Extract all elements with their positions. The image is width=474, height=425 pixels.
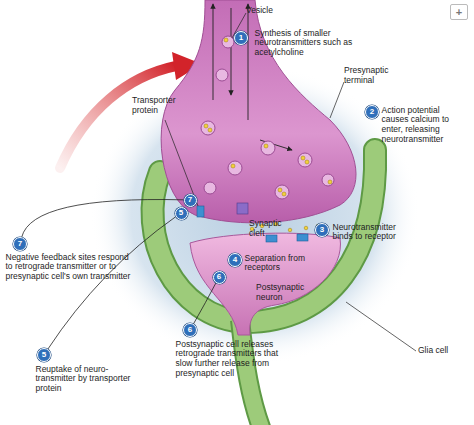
part-label: Vesicle [246, 6, 296, 16]
neurotransmitter [305, 160, 309, 164]
callout-text: Action potential causes calcium to enter… [382, 106, 462, 145]
callout-circle: 7Negative feedback sites respond to retr… [13, 237, 27, 251]
callout-text-block: Neurotransmitter binds to receptor [333, 223, 413, 243]
label-leaders [165, 13, 416, 351]
vesicle [228, 161, 242, 175]
neurotransmitter [301, 156, 305, 160]
callout-text-block: Negative feedback sites respond to retro… [6, 253, 131, 282]
transport-arrow [231, 8, 232, 95]
receptor [297, 234, 308, 241]
callout-number: 7 [185, 195, 196, 205]
callout-circle: 6 [213, 271, 226, 284]
callout-text: Synthesis of smaller neurotransmitters s… [255, 29, 360, 58]
callout-number: 5 [38, 349, 50, 360]
callout-circle: 3Neurotransmitter binds to receptor [315, 223, 329, 237]
callout-circle: 1Synthesis of smaller neurotransmitters … [234, 31, 248, 45]
leader-line [330, 82, 344, 118]
axon-arrows [213, 4, 292, 150]
part-label: Transporter protein [132, 96, 188, 116]
callout-circle: 2Action potential causes calcium to ente… [365, 105, 379, 119]
callout-text: Postsynaptic cell releases retrograde tr… [176, 340, 296, 379]
vesicle [216, 69, 228, 81]
callout-text-block: Synthesis of smaller neurotransmitters s… [255, 29, 360, 58]
glia-tail-outline [240, 320, 262, 425]
vesicle [201, 121, 215, 135]
postsynaptic-neuron-shape [190, 233, 340, 335]
callout-number: 3 [316, 224, 328, 235]
callout-number: 4 [229, 254, 241, 265]
expand-button: + [450, 4, 468, 20]
part-label: Glia cell [418, 346, 473, 356]
vesicle [298, 153, 312, 167]
neurotransmitter [304, 226, 308, 230]
part-label: Postsynaptic neuron [256, 283, 316, 303]
vesicle [261, 141, 275, 155]
vesicle [275, 185, 289, 199]
neurotransmitter-dots [204, 38, 332, 232]
transport-arrow [248, 4, 249, 120]
transport-arrow [213, 4, 214, 100]
neurotransmitter [264, 144, 268, 148]
neurotransmitter [282, 192, 286, 196]
vesicle [204, 182, 216, 194]
callout-circle: 5 [175, 207, 188, 220]
red-arrow [60, 66, 176, 168]
callout-number: 6 [184, 324, 196, 335]
callout-text: Neurotransmitter binds to receptor [333, 223, 413, 243]
neurotransmitter [204, 124, 208, 128]
neurotransmitter [231, 164, 235, 168]
callout-circle: 6Postsynaptic cell releases retrograde t… [183, 323, 197, 337]
callout-text-block: Separation from receptors [245, 254, 320, 274]
vesicles [201, 36, 334, 199]
neurotransmitter [328, 180, 332, 184]
callout-number: 6 [214, 272, 225, 282]
leader-line [22, 200, 184, 238]
neurotransmitter [224, 38, 228, 42]
part-label: Synaptic cleft [249, 219, 289, 239]
glia-tail [240, 320, 262, 425]
callout-circle: 7 [184, 194, 197, 207]
callout-number: 1 [235, 32, 247, 43]
callout-text: Reuptake of neuro- transmitter by transp… [36, 365, 136, 394]
leader-line [193, 283, 216, 324]
calcium-channel [237, 203, 248, 214]
callout-circle: 4Separation from receptors [228, 253, 242, 267]
receptor [266, 235, 277, 242]
callout-text-block: Reuptake of neuro- transmitter by transp… [36, 365, 136, 394]
leader-line [48, 217, 176, 349]
callout-number: 2 [366, 106, 378, 117]
callout-number: 7 [14, 238, 26, 249]
callout-circle: 5Reuptake of neuro- transmitter by trans… [37, 348, 51, 362]
callout-text: Separation from receptors [245, 254, 320, 274]
callout-text-block: Postsynaptic cell releases retrograde tr… [176, 340, 296, 379]
leader-line [165, 120, 198, 206]
part-label: Presynaptic terminal [344, 66, 400, 86]
callout-text-block: Action potential causes calcium to enter… [382, 106, 462, 145]
callout-text: Negative feedback sites respond to retro… [6, 253, 131, 282]
transporter-protein [197, 206, 204, 217]
neurotransmitter [278, 188, 282, 192]
neurotransmitter [208, 128, 212, 132]
neurotransmitter [288, 228, 292, 232]
leader-line [346, 302, 416, 351]
callout-number: 5 [176, 208, 187, 218]
vesicle [322, 174, 334, 186]
